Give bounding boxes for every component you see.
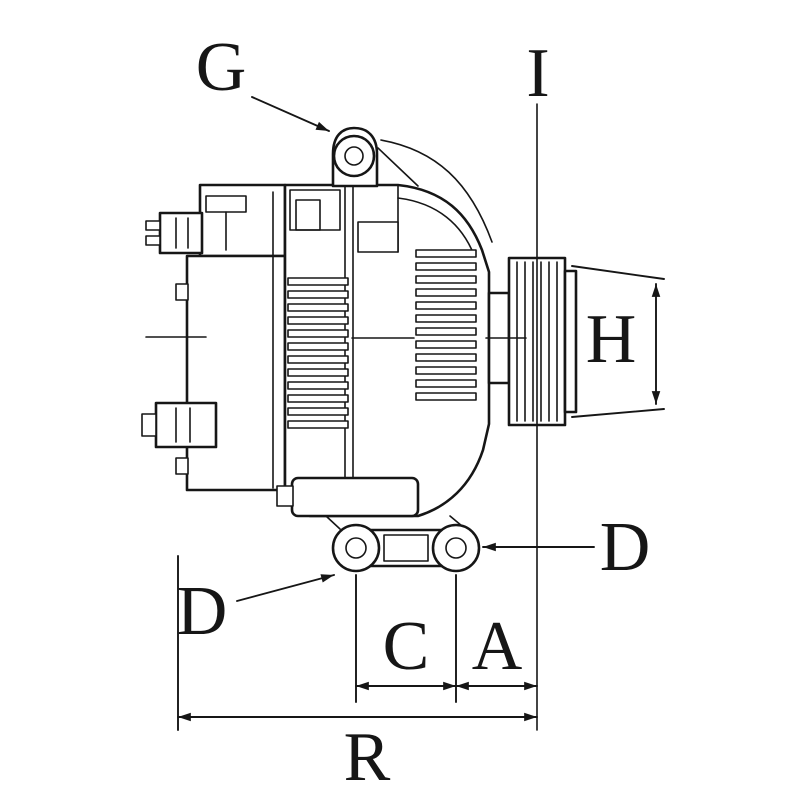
upper-connector [145,211,204,255]
pulley [507,256,578,427]
mounting-feet [325,515,481,573]
leader-g [251,96,330,132]
dimension-r: R [177,712,538,796]
label-c: C [383,608,430,685]
extension-h-top [571,265,665,280]
pulley-flange [563,269,578,414]
rear-housing [175,183,287,492]
extension-h-bottom [571,408,665,418]
extension-lines [177,555,457,731]
dimension-d-right: D [482,509,651,586]
ear-hole-inner [344,146,364,166]
label-a: A [472,608,523,685]
label-h: H [586,301,637,378]
leader-d-left [236,574,335,602]
centerlines [145,103,538,731]
label-i: I [526,35,549,112]
cooling-fins-left [287,277,349,429]
label-d-right: D [600,509,651,586]
foot-hole-left-inner [345,537,367,559]
mounting-ear [331,126,419,188]
label-r: R [344,719,391,796]
dimension-g: G [196,29,330,132]
dimension-i: I [526,35,549,112]
dimension-d-left: D [177,573,335,650]
cooling-fins-right [415,249,477,401]
dimension-a: A [455,608,538,691]
lower-connector [141,401,218,449]
label-d-left: D [177,573,228,650]
dimension-c: C [355,608,457,691]
label-g: G [196,29,247,106]
dimension-h: H [571,265,665,418]
foot-hole-right-inner [445,537,467,559]
lower-housing-bulge [276,476,420,518]
